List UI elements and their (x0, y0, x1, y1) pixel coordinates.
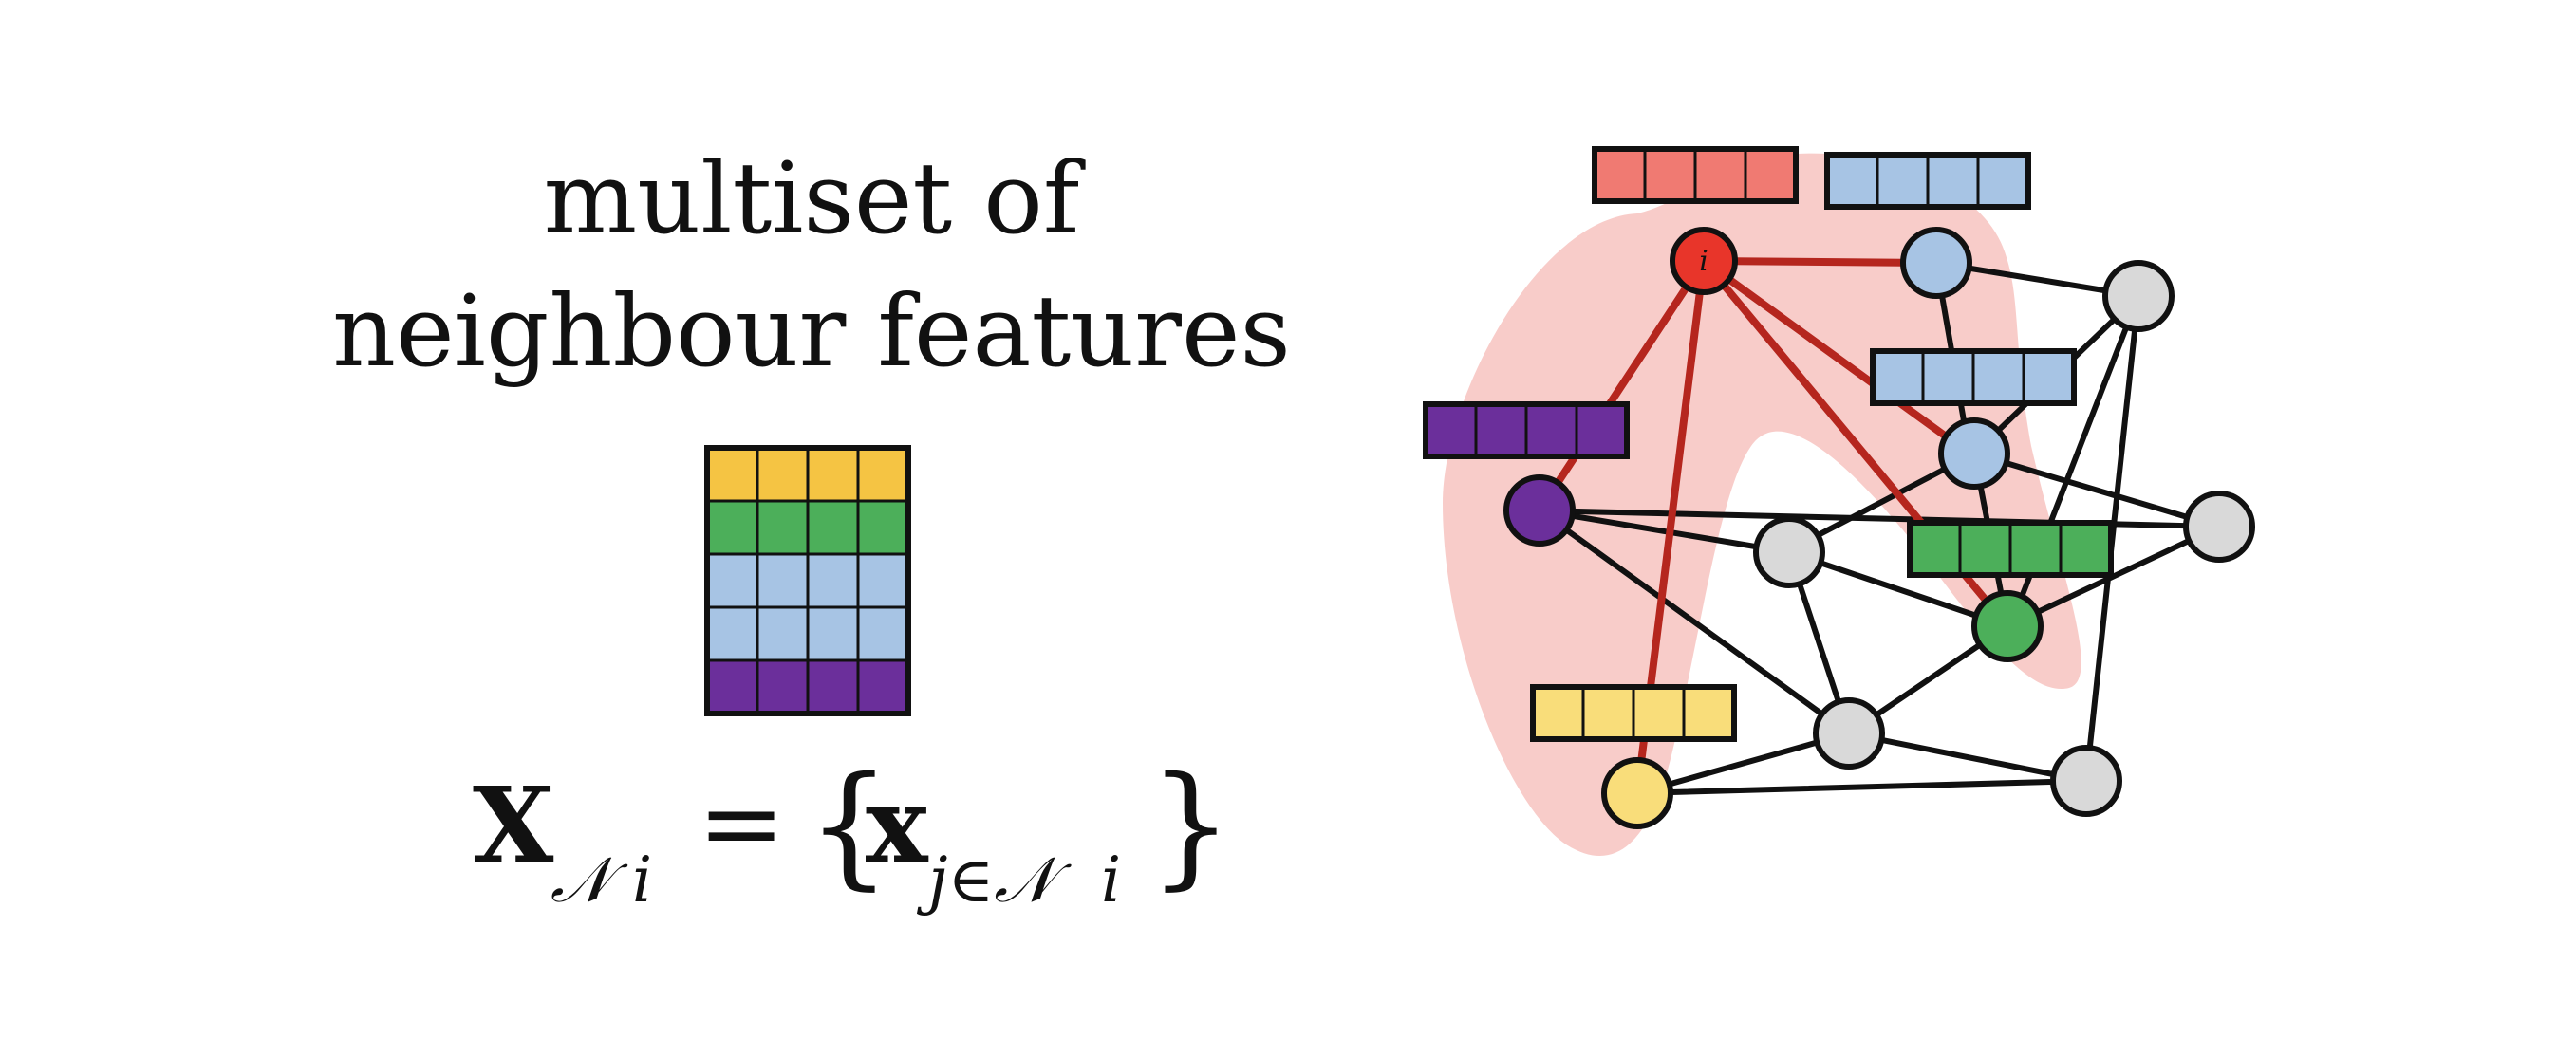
matrix-cell (705, 552, 759, 609)
matrix-cell (806, 605, 860, 662)
feature-vector-border (1907, 520, 2114, 578)
matrix-cell (856, 605, 910, 662)
feature-vector-green (1907, 520, 2114, 578)
feature-cell (1876, 153, 1930, 209)
title-line-2: neighbour features (332, 273, 1291, 389)
matrix-border (704, 445, 911, 716)
feature-cell (1871, 349, 1925, 405)
matrix-cell (856, 552, 910, 609)
matrix-cell (856, 499, 910, 556)
feature-cell (1976, 153, 2030, 209)
matrix-cell (705, 446, 759, 503)
equation-lhs-subscript: 𝒩 (551, 844, 628, 917)
feature-vector-border (1592, 146, 1799, 204)
feature-vector-border (1530, 684, 1737, 742)
matrix-cell (806, 552, 860, 609)
matrix-cell (756, 446, 810, 503)
feature-vector-i (1592, 146, 1799, 204)
equation-rhs-symbol: x (866, 764, 929, 886)
feature-vector-blue-top (1824, 152, 2031, 210)
feature-vector-purple (1423, 401, 1630, 459)
equation-open-brace: { (807, 749, 891, 903)
matrix-cell (705, 658, 759, 715)
node-gray-center (1753, 516, 1825, 588)
feature-vector-border (1824, 152, 2031, 210)
node-gray-bottom (1813, 697, 1885, 770)
matrix-cell (756, 552, 810, 609)
matrix-cell (856, 446, 910, 503)
edge-red (1700, 257, 1973, 457)
edge (1971, 451, 2222, 529)
feature-cell (1593, 147, 1647, 203)
feature-vector-blue-mid (1870, 348, 2077, 406)
feature-cell (1958, 521, 2012, 577)
node-gray-right (2183, 491, 2255, 563)
node-purple (1503, 474, 1576, 547)
matrix-cell (756, 605, 810, 662)
feature-cell (1643, 147, 1697, 203)
graph: i (1423, 146, 2255, 857)
node-yellow (1601, 757, 1673, 829)
feature-cell (1682, 685, 1736, 741)
feature-matrix (704, 445, 911, 716)
edge (1634, 731, 1852, 796)
matrix-cell (756, 658, 810, 715)
feature-cell (1693, 147, 1747, 203)
feature-cell (2008, 521, 2063, 577)
node-blue-mid (1938, 417, 2010, 490)
equation-lhs-symbol: X (473, 764, 554, 886)
feature-cell (1524, 402, 1578, 458)
neighbourhood-highlight (1443, 153, 2081, 857)
matrix-cell (806, 658, 860, 715)
equation-lhs-subscript-index: i (632, 844, 652, 917)
feature-cell (1581, 685, 1635, 741)
feature-vector-border (1423, 401, 1630, 459)
matrix-cell (806, 446, 860, 503)
node-i (1670, 227, 1738, 295)
feature-cell (1632, 685, 1686, 741)
feature-cell (1531, 685, 1585, 741)
feature-cell (1744, 147, 1798, 203)
node-gray-top-right (2102, 260, 2175, 332)
equation-rhs-subscript-index: i (1101, 844, 1121, 917)
feature-cell (1825, 153, 1879, 209)
edge (1786, 549, 2010, 629)
matrix-cell (756, 499, 810, 556)
feature-cell (1908, 521, 1962, 577)
equation-equals: = (698, 762, 785, 883)
edge (1537, 508, 1852, 736)
feature-cell (1921, 349, 1975, 405)
equation: X 𝒩 i = { x j∈𝒩 i } (473, 749, 1233, 917)
node-i-label: i (1699, 245, 1708, 278)
node-gray-bottom-right (2050, 745, 2122, 817)
feature-cell (1474, 402, 1528, 458)
equation-close-brace: } (1148, 749, 1233, 903)
feature-cell (2059, 521, 2113, 577)
feature-cell (1575, 402, 1629, 458)
edge (1537, 508, 1792, 555)
matrix-cell (705, 605, 759, 662)
feature-vector-border (1870, 348, 2077, 406)
node-green (1971, 590, 2044, 662)
edge (1846, 731, 2089, 784)
feature-vector-yellow (1530, 684, 1737, 742)
matrix-cell (856, 658, 910, 715)
feature-cell (1971, 349, 2025, 405)
edge-red (1536, 257, 1708, 514)
feature-cell (1424, 402, 1478, 458)
feature-cell (2022, 349, 2076, 405)
title-line-1: multiset of (544, 140, 1086, 256)
edge-red (1700, 257, 1940, 267)
node-blue-top (1900, 227, 1972, 299)
edge (1634, 778, 2089, 796)
feature-cell (1926, 153, 1980, 209)
equation-rhs-subscript: j∈𝒩 (916, 844, 1072, 917)
matrix-cell (806, 499, 860, 556)
matrix-cell (705, 499, 759, 556)
